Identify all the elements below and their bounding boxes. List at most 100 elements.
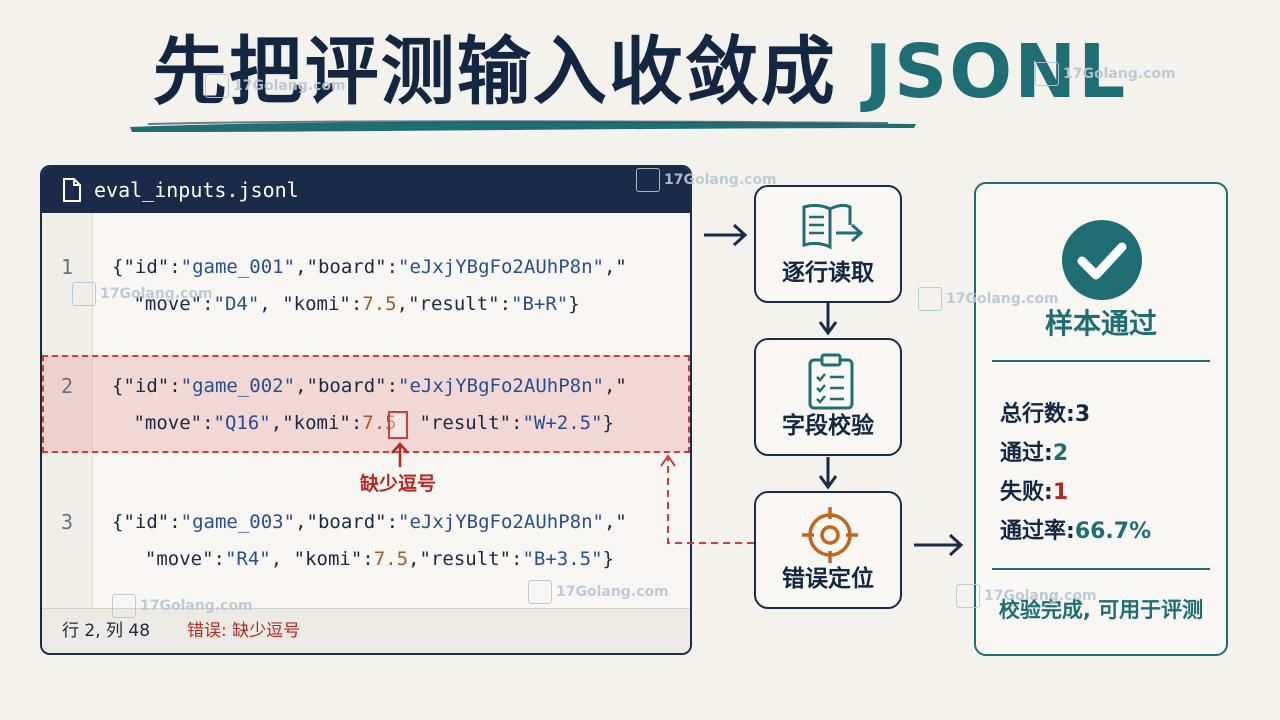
code-token: , — [408, 548, 420, 570]
code-token: } — [602, 548, 614, 570]
stat-label: 总行数: — [1000, 402, 1075, 427]
code-token: : — [169, 511, 181, 533]
watermark: 17Golang.com — [72, 282, 213, 306]
code-token: "B+R" — [511, 293, 569, 315]
code-token: "game_001" — [180, 256, 296, 278]
code-token: "id" — [123, 511, 170, 533]
status-error: 错误: 缺少逗号 — [187, 621, 301, 641]
stat-failed: 失败:1 — [1000, 474, 1068, 506]
code-token: "W+2.5" — [522, 412, 603, 434]
code-token: , — [295, 511, 307, 533]
stat-total: 总行数:3 — [1000, 396, 1090, 428]
code-token: : — [169, 375, 181, 397]
code-token: : — [350, 412, 363, 434]
divider — [992, 360, 1210, 362]
line-gutter — [42, 213, 93, 609]
code-token: 7.5 — [373, 548, 409, 570]
code-token: ," — [603, 375, 627, 397]
watermark: 17Golang.com — [528, 580, 669, 604]
code-token: : — [362, 548, 374, 570]
code-token: 7.5 — [362, 293, 397, 315]
code-line: "move":"Q16","komi":7.5 "result":"W+2.5"… — [122, 412, 614, 434]
title-main: 先把评测输入收敛成 — [152, 29, 837, 115]
stat-value: 3 — [1074, 402, 1091, 427]
code-token: "D4" — [213, 293, 260, 315]
code-token: "game_003" — [180, 511, 296, 533]
brush-underline — [130, 120, 916, 132]
code-line: {"id":"game_002","board":"eJxjYBgFo2AUhP… — [112, 375, 627, 397]
code-token: , — [270, 412, 283, 434]
code-token: "eJxjYBgFo2AUhP8n" — [398, 375, 604, 397]
stat-label: 失败: — [1000, 480, 1053, 505]
code-token: : — [350, 293, 363, 315]
code-token: "game_002" — [180, 375, 296, 397]
step-label: 逐行读取 — [782, 260, 874, 286]
code-token: "result" — [419, 548, 512, 570]
stat-passed: 通过:2 — [1000, 435, 1068, 467]
code-token: : — [386, 256, 399, 278]
clipboard-check-icon — [808, 353, 854, 410]
code-token: : — [511, 412, 523, 434]
cursor-position: 行 2, 列 48 — [62, 621, 151, 641]
result-footer: 校验完成, 可用于评测 — [998, 598, 1204, 622]
watermark: 17Golang.com — [1035, 62, 1176, 86]
watermark: 17Golang.com — [918, 287, 1059, 311]
code-token: "board" — [306, 511, 387, 533]
code-token: "board" — [306, 256, 387, 278]
stat-label: 通过率: — [1000, 519, 1075, 544]
step-label: 字段校验 — [782, 413, 874, 439]
code-token: "eJxjYBgFo2AUhP8n" — [398, 256, 604, 278]
stat-value: 2 — [1052, 441, 1069, 466]
code-token: : — [386, 511, 399, 533]
code-line: {"id":"game_003","board":"eJxjYBgFo2AUhP… — [112, 511, 627, 533]
stat-value: 1 — [1052, 480, 1069, 505]
code-token: , — [295, 375, 307, 397]
code-line: {"id":"game_001","board":"eJxjYBgFo2AUhP… — [112, 256, 627, 278]
step-label: 错误定位 — [782, 566, 874, 592]
title-accent: JSONL — [864, 29, 1128, 115]
code-token: : — [202, 412, 214, 434]
code-token: : — [169, 256, 181, 278]
code-token: "move" — [122, 548, 214, 570]
error-line-highlight — [42, 355, 690, 453]
code-token: : — [386, 375, 399, 397]
code-token: "eJxjYBgFo2AUhP8n" — [398, 511, 604, 533]
book-arrow-icon — [802, 203, 864, 250]
code-token: "komi" — [282, 412, 351, 434]
step-field-validation: 字段校验 — [754, 338, 902, 456]
code-token: , — [396, 293, 409, 315]
code-line: "move":"R4", "komi":7.5,"result":"B+3.5"… — [122, 548, 614, 570]
code-token: , — [295, 256, 307, 278]
line-number: 1 — [60, 255, 74, 279]
code-token: "result" — [408, 293, 500, 315]
code-token: "komi" — [293, 548, 363, 570]
code-token: : — [511, 548, 523, 570]
code-token: : — [202, 293, 214, 315]
code-token: } — [602, 412, 614, 434]
target-icon — [802, 507, 858, 563]
editor-header: eval_inputs.jsonl — [42, 167, 690, 213]
code-token: { — [112, 375, 124, 397]
code-token: : — [213, 548, 225, 570]
result-card: 样本通过 总行数:3 通过:2 失败:1 通过率:66.7% 校验完成, 可用于… — [974, 182, 1228, 656]
watermark: 17Golang.com — [956, 584, 1097, 608]
stat-value: 66.7% — [1074, 519, 1152, 544]
checkmark-icon — [1062, 220, 1142, 300]
up-arrow-icon — [391, 442, 409, 467]
stat-pass-rate: 通过率:66.7% — [1000, 513, 1151, 545]
code-token: : — [499, 293, 512, 315]
code-token: , — [270, 548, 294, 570]
stat-label: 通过: — [1000, 441, 1053, 466]
code-token: , — [259, 293, 283, 315]
watermark: 17Golang.com — [112, 594, 253, 618]
code-token: "Q16" — [213, 412, 271, 434]
error-annotation: 缺少逗号 — [360, 473, 437, 495]
code-token: { — [112, 511, 124, 533]
code-token: "result" — [419, 412, 512, 434]
line-number: 3 — [60, 510, 74, 534]
missing-comma-marker — [388, 411, 408, 439]
code-token: ," — [603, 511, 627, 533]
code-token: { — [112, 256, 124, 278]
step-error-locate: 错误定位 — [754, 491, 902, 609]
